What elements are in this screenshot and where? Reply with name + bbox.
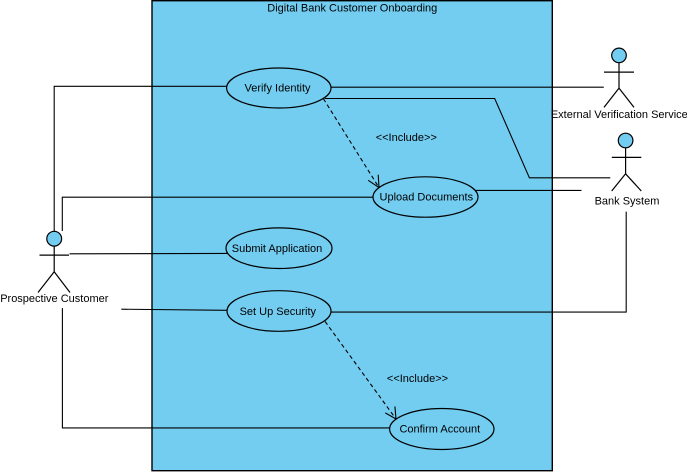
svg-text:External Verification Service: External Verification Service — [551, 109, 687, 121]
svg-text:Upload Documents: Upload Documents — [380, 192, 474, 204]
svg-text:Bank System: Bank System — [595, 196, 660, 208]
svg-text:Prospective Customer: Prospective Customer — [0, 293, 109, 305]
svg-text:Submit Application: Submit Application — [232, 243, 323, 255]
svg-text:Confirm Account: Confirm Account — [399, 423, 480, 435]
svg-text:<<Include>>: <<Include>> — [387, 373, 448, 385]
svg-text:<<Include>>: <<Include>> — [376, 132, 437, 144]
svg-text:Verify Identity: Verify Identity — [244, 83, 311, 95]
svg-text:Digital Bank Customer Onboardi: Digital Bank Customer Onboarding — [267, 3, 437, 15]
svg-text:Set Up Security: Set Up Security — [240, 306, 317, 318]
